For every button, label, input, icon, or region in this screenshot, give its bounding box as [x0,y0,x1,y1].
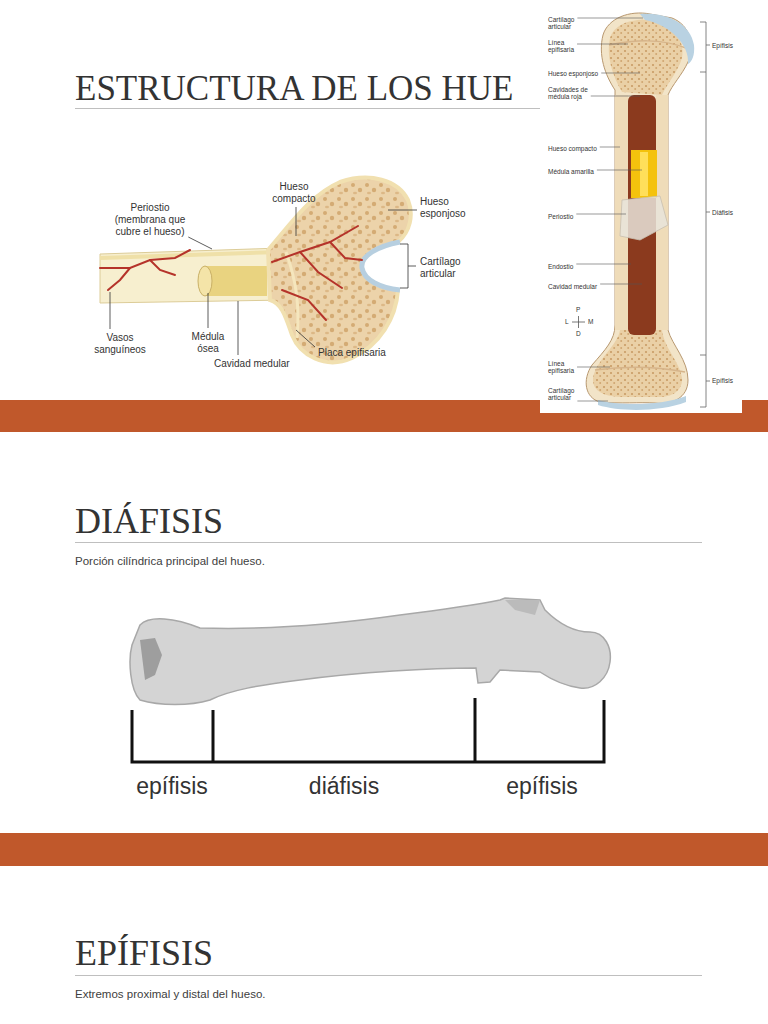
part-label: Cavidades de médula roja [548,86,592,101]
articular-cartilage [362,242,400,290]
yellow-marrow-highlight [640,152,648,196]
leader-line [576,264,631,265]
region-label: Epífisis [712,377,733,384]
leader-line [577,44,628,45]
orange-bar [0,833,768,866]
part-label: Línea epifisaria [548,39,588,54]
leader-line [188,237,212,249]
compass-letter: P [576,306,580,313]
blood-vessel [272,226,358,262]
compass-letter: L [565,318,569,325]
region-label: Epífisis [712,42,733,49]
part-label: Médula amarilla [548,168,594,175]
blood-vessels [100,226,362,320]
slide-title: ESTRUCTURA DE LOS HUE [75,71,514,106]
blood-vessel [282,290,326,320]
leader-line [600,284,642,285]
leader-line [576,214,626,215]
marrow-cylinder-end [198,266,212,296]
part-label: Placa epifisaria [318,347,386,359]
slide-subtitle: Extremos proximal y distal del hueso. [75,988,265,1002]
part-label: Cartílago articular [548,16,588,31]
region-label: epífisis [482,774,602,799]
leader-line [597,170,642,171]
leader-line [577,401,608,402]
leader-line [110,292,111,329]
label-bracket [400,244,416,288]
marrow-cylinder [205,266,267,296]
leader-line [591,96,640,97]
leader-line [296,207,297,236]
image-panel [540,8,742,413]
part-label: Hueso esponjoso [548,70,598,77]
title-rule [75,975,702,976]
epiphyseal-line [595,367,685,372]
part-label: Endostio [548,263,573,270]
slide-subtitle: Porción cilíndrica principal del hueso. [75,555,265,569]
spongy-bone [593,330,682,397]
blood-vessel [330,242,362,260]
bone-head-spongy [268,178,411,363]
leader-line [577,367,610,368]
leader-line [208,293,209,328]
title-rule [75,542,702,543]
leader-line [238,301,239,355]
part-label: Vasos sanguíneos [88,332,152,356]
leader-line [296,330,315,347]
leader-line [388,210,417,211]
part-label: Cartílago articular [420,256,476,280]
region-label: epífisis [112,774,232,799]
leader-line [577,18,643,19]
slide-title: DIÁFISIS [75,503,223,539]
periosteum-flap [620,196,668,240]
region-label: Diáfisis [712,209,733,216]
part-label: Cavidad medular [214,358,290,370]
region-bracket [131,698,606,762]
leader-line [601,73,640,74]
compass-letter: D [576,330,581,337]
bone-shaft [100,248,288,303]
yellow-marrow [631,150,657,198]
femur-drawing [130,598,610,705]
trochanter-shadow [505,600,540,615]
leader-line [600,147,620,148]
condyle-shadow [140,638,162,680]
part-label: Cavidad medular [548,283,597,290]
region-label: diáfisis [284,774,404,799]
part-label: Periostio [548,213,573,220]
part-label: Hueso esponjoso [420,196,476,220]
articular-cartilage [640,14,694,64]
epiphyseal-line [609,41,686,48]
blood-vessel [150,260,175,275]
compact-bone-layer [100,252,280,258]
region-bracket [700,22,710,407]
slide-title: EPÍFISIS [75,935,213,971]
blood-vessel [108,268,130,290]
blood-vessel [300,252,342,288]
long-bone [586,13,691,403]
part-label: Médula ósea [186,331,230,355]
part-label: Hueso compacto [266,181,322,205]
part-label: Hueso compacto [548,145,597,152]
articular-cartilage [598,396,686,410]
part-label: Cartílago articular [548,387,588,402]
compass-cross [572,316,585,328]
part-label: Periostio (membrana que cubre el hueso) [108,202,192,238]
part-label: Línea epifisaria [548,360,588,375]
blood-vessel [100,250,190,268]
compass-letter: M [588,318,593,325]
